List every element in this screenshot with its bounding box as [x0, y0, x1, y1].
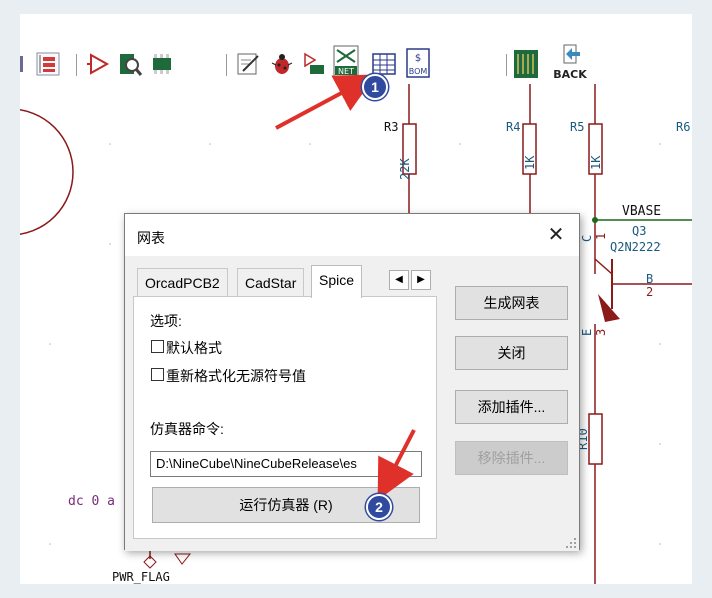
reformat-checkbox[interactable] [151, 368, 164, 381]
dialog-titlebar[interactable]: 网表 ✕ [125, 214, 579, 256]
q3-ref: Q3 [632, 224, 647, 238]
sim-cmd-label: 仿真器命令: [150, 421, 224, 437]
sim-cmd-input[interactable]: D:\NineCube\NineCubeRelease\es [150, 451, 422, 477]
pin-c-num: 1 [594, 232, 608, 240]
bug-icon[interactable] [268, 50, 296, 78]
back-icon-label: BACK [553, 68, 587, 81]
step-badge-1: 1 [362, 74, 388, 100]
resize-grip-icon[interactable] [566, 538, 576, 548]
close-button[interactable]: 关闭 [455, 336, 568, 370]
schematic-drawing [20, 84, 692, 584]
footprint-assign-icon[interactable] [148, 50, 176, 78]
spice-tab-panel: 选项: 默认格式 重新格式化无源符号值 仿真器命令: D:\NineCube\N… [133, 296, 437, 539]
pin-b-num: 2 [646, 285, 654, 299]
bom-icon-label: BOM [409, 67, 428, 76]
pin-e: E [580, 328, 594, 336]
generate-netlist-button[interactable]: 生成网表 [455, 286, 568, 320]
r6-ref: R6 [676, 120, 691, 134]
default-format-label[interactable]: 默认格式 [166, 340, 222, 356]
netlist-icon-label: NET [338, 67, 354, 76]
back-icon[interactable]: BACK [550, 44, 590, 82]
dialog-title: 网表 [137, 230, 165, 246]
tab-cadstar[interactable]: CadStar [237, 268, 305, 296]
dialog-body: OrcadPCB2 CadStar Spice ◀ ▶ 选项: 默认格式 重新格… [125, 256, 579, 551]
tab-scroll-right-icon[interactable]: ▶ [411, 270, 431, 290]
r4-value: 1K [523, 155, 537, 170]
tab-orcadpcb2[interactable]: OrcadPCB2 [137, 268, 228, 296]
pin-b: B [646, 272, 654, 286]
step-badge-2: 2 [366, 494, 392, 520]
table-icon[interactable] [370, 50, 398, 78]
sim-icon[interactable] [300, 50, 328, 78]
r5-value: 1K [589, 155, 603, 170]
r3-value: 22K [398, 158, 412, 180]
netlist-dialog: 网表 ✕ OrcadPCB2 CadStar Spice ◀ ▶ 选项: 默认格… [124, 213, 580, 551]
tab-spice[interactable]: Spice [311, 265, 363, 298]
edit-fields-icon[interactable] [234, 50, 262, 78]
q3-part: Q2N2222 [610, 240, 661, 254]
erc-icon[interactable] [116, 50, 144, 78]
pin-c: C [580, 234, 594, 242]
svg-text:$: $ [415, 53, 421, 64]
bom-icon[interactable]: $ BOM [404, 47, 432, 79]
r3-ref: R3 [384, 120, 399, 134]
r5-ref: R5 [570, 120, 585, 134]
add-plugin-button[interactable]: 添加插件... [455, 390, 568, 424]
annotate-icon[interactable] [84, 50, 112, 78]
tab-scroll-left-icon[interactable]: ◀ [389, 270, 409, 290]
close-icon[interactable]: ✕ [547, 224, 565, 246]
remove-plugin-button: 移除插件... [455, 441, 568, 475]
vbase-label: VBASE [622, 204, 662, 219]
pcb-icon[interactable] [512, 48, 540, 80]
pin-e-num: 3 [594, 328, 608, 336]
reformat-label[interactable]: 重新格式化无源符号值 [166, 368, 306, 384]
hierarchy-icon[interactable] [34, 50, 62, 78]
pwr-flag-label: PWR_FLAG [112, 570, 170, 584]
cut-off-icon[interactable] [20, 50, 26, 78]
source-value: dc 0 a [68, 494, 115, 509]
main-toolbar: NET $ BOM BACK [20, 14, 692, 84]
options-label: 选项: [150, 313, 182, 329]
default-format-checkbox[interactable] [151, 340, 164, 353]
r4-ref: R4 [506, 120, 521, 134]
netlist-icon[interactable]: NET [332, 44, 360, 78]
